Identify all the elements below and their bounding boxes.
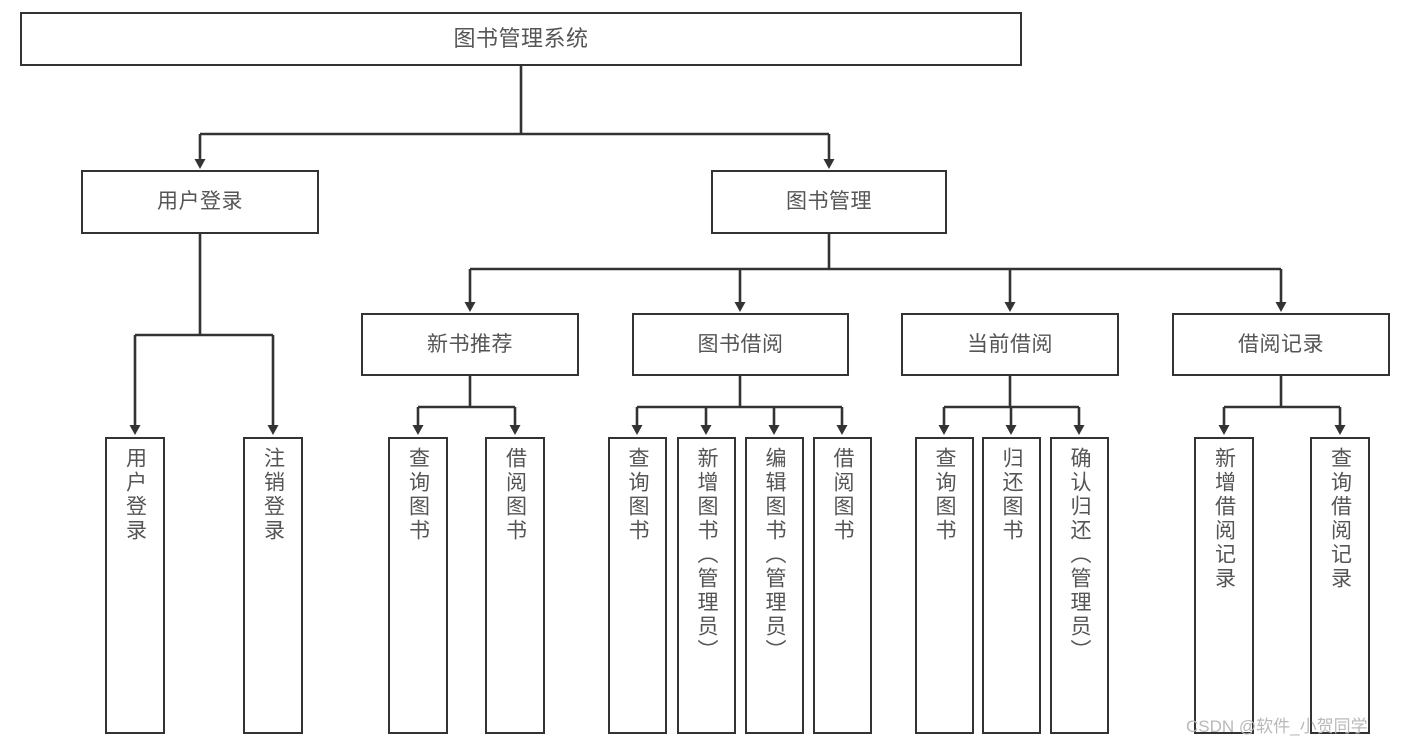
leaf-return-book-label: 归还图书 (1000, 447, 1023, 543)
leaf-logout[interactable]: 注销登录 (243, 437, 303, 734)
node-current-borrow[interactable]: 当前借阅 (901, 313, 1119, 376)
leaf-user-login-label: 用户登录 (123, 447, 147, 543)
leaf-current-borrow-query-label: 查询图书 (933, 447, 956, 543)
leaf-new-book-query-label: 查询图书 (406, 447, 430, 543)
leaf-user-login[interactable]: 用户登录 (105, 437, 165, 734)
node-root[interactable]: 图书管理系统 (20, 12, 1022, 66)
node-root-label: 图书管理系统 (453, 25, 589, 51)
node-user-login[interactable]: 用户登录 (81, 170, 319, 234)
node-current-borrow-label: 当前借阅 (967, 332, 1053, 356)
leaf-new-book-borrow-label: 借阅图书 (503, 447, 527, 543)
leaf-confirm-return-admin[interactable]: 确认归还（管理员） (1050, 437, 1109, 734)
leaf-book-borrow-action[interactable]: 借阅图书 (813, 437, 872, 734)
node-book-management-label: 图书管理 (786, 190, 872, 214)
leaf-query-borrow-record[interactable]: 查询借阅记录 (1310, 437, 1370, 734)
leaf-confirm-return-admin-label: 确认归还（管理员） (1068, 447, 1091, 663)
leaf-book-borrow-query[interactable]: 查询图书 (608, 437, 667, 734)
leaf-book-edit-admin[interactable]: 编辑图书（管理员） (745, 437, 804, 734)
node-book-borrow[interactable]: 图书借阅 (632, 313, 849, 376)
leaf-query-borrow-record-label: 查询借阅记录 (1328, 447, 1352, 591)
node-new-book-recommend[interactable]: 新书推荐 (361, 313, 579, 376)
node-book-borrow-label: 图书借阅 (697, 332, 784, 356)
leaf-book-add-admin[interactable]: 新增图书（管理员） (677, 437, 736, 734)
leaf-logout-label: 注销登录 (261, 447, 285, 543)
leaf-add-borrow-record-label: 新增借阅记录 (1212, 447, 1236, 591)
leaf-book-borrow-action-label: 借阅图书 (831, 447, 854, 543)
node-user-login-label: 用户登录 (157, 190, 243, 214)
leaf-new-book-borrow[interactable]: 借阅图书 (485, 437, 545, 734)
node-borrow-record[interactable]: 借阅记录 (1172, 313, 1390, 376)
leaf-book-add-admin-label: 新增图书（管理员） (695, 447, 718, 663)
node-borrow-record-label: 借阅记录 (1238, 332, 1324, 356)
leaf-book-edit-admin-label: 编辑图书（管理员） (763, 447, 786, 663)
leaf-return-book[interactable]: 归还图书 (982, 437, 1041, 734)
leaf-current-borrow-query[interactable]: 查询图书 (915, 437, 974, 734)
leaf-new-book-query[interactable]: 查询图书 (388, 437, 448, 734)
csdn-watermark: CSDN @软件_小贺同学 (1186, 717, 1368, 736)
leaf-book-borrow-query-label: 查询图书 (626, 447, 649, 543)
node-new-book-recommend-label: 新书推荐 (427, 332, 513, 356)
node-book-management[interactable]: 图书管理 (711, 170, 947, 234)
leaf-add-borrow-record[interactable]: 新增借阅记录 (1194, 437, 1254, 734)
